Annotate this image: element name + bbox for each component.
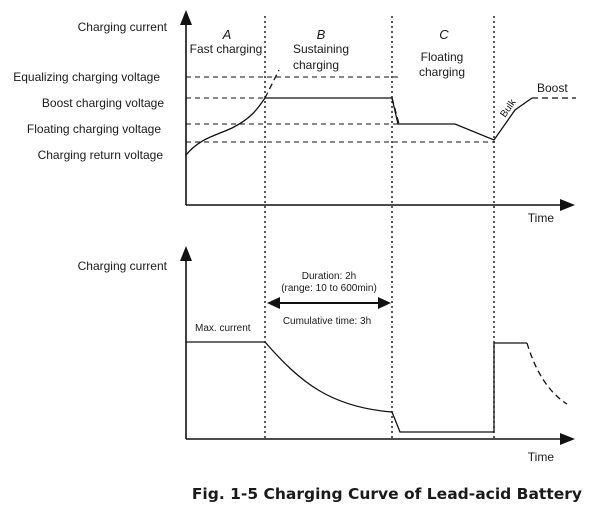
- bottom-x-axis-arrowhead: [560, 433, 575, 445]
- voltage-curve: [185, 97, 533, 156]
- current-decay-dashed: [526, 342, 568, 405]
- bulk-label: Bulk: [498, 97, 519, 120]
- voltage-drop-dashed: [391, 97, 400, 125]
- bottom-y-axis-label: Charging current: [78, 259, 168, 273]
- bottom-y-axis-arrowhead: [180, 246, 192, 261]
- top-y-axis-label: Charging current: [78, 20, 168, 34]
- top-x-axis-label: Time: [528, 211, 555, 225]
- top-x-axis-arrowhead: [560, 199, 575, 211]
- bottom-x-axis-label: Time: [528, 450, 555, 464]
- cumulative-time-label: Cumulative time: 3h: [283, 316, 371, 327]
- phase-b-name-line2: charging: [293, 58, 339, 72]
- bottom-chart: Charging current Time Max. current Durat…: [78, 246, 575, 464]
- figure-caption: Fig. 1-5 Charging Curve of Lead-acid Bat…: [192, 485, 582, 503]
- boost-label: Boost: [537, 81, 568, 95]
- phase-b-name-line1: Sustaining: [293, 42, 349, 56]
- duration-range-label: (range: 10 to 600min): [281, 283, 377, 294]
- phase-c-letter: C: [439, 27, 449, 42]
- top-chart: Charging current Time Equalizing chargin…: [13, 10, 576, 225]
- phase-b-letter: B: [317, 27, 326, 42]
- charging-return-voltage-label: Charging return voltage: [38, 148, 164, 162]
- max-current-label: Max. current: [195, 323, 251, 334]
- phase-a-name: Fast charging: [190, 42, 263, 56]
- floating-voltage-label: Floating charging voltage: [27, 122, 161, 136]
- phase-c-name-line1: Floating: [421, 50, 464, 64]
- current-curve: [186, 341, 527, 433]
- top-y-axis-arrowhead: [180, 10, 192, 25]
- duration-arrow-right-head: [378, 297, 391, 309]
- duration-arrow-left-head: [267, 297, 280, 309]
- duration-label: Duration: 2h: [302, 271, 356, 282]
- boost-voltage-label: Boost charging voltage: [42, 96, 164, 110]
- voltage-curve-extension: [264, 69, 280, 99]
- phase-c-name-line2: charging: [419, 65, 465, 79]
- equalizing-voltage-label: Equalizing charging voltage: [13, 70, 160, 84]
- phase-a-letter: A: [222, 27, 232, 42]
